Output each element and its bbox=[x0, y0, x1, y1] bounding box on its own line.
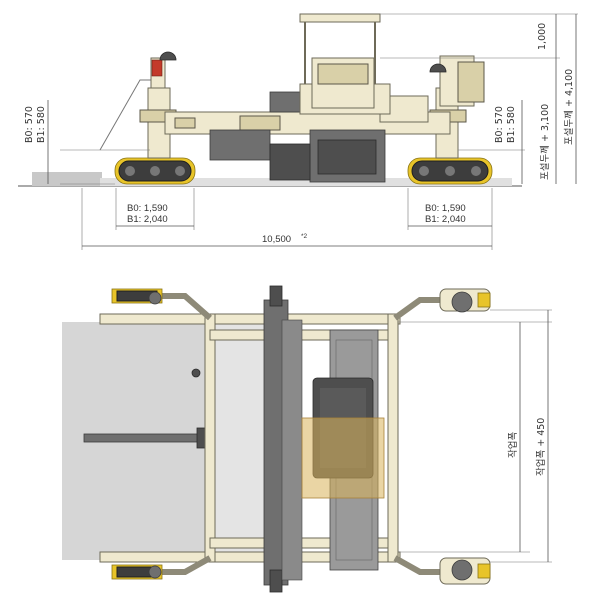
working-width-label: 작업폭 bbox=[507, 432, 519, 458]
left-height-b0: B0: 570 bbox=[24, 106, 35, 143]
top-view: 작업폭 작업폭 + 450 bbox=[62, 285, 552, 593]
main-frame-side bbox=[164, 83, 451, 135]
track-bottom-right bbox=[393, 555, 491, 585]
right-track bbox=[407, 157, 493, 185]
dim-right-height: B0: 570 B1: 580 bbox=[458, 100, 525, 184]
right-leg bbox=[429, 55, 485, 159]
vibrator-column bbox=[263, 285, 303, 593]
left-height-b1: B1: 580 bbox=[36, 106, 47, 143]
track-top-left bbox=[111, 288, 212, 321]
right-track-b1: B1: 2,040 bbox=[425, 214, 466, 225]
dim-working-width: 작업폭 작업폭 + 450 bbox=[398, 309, 552, 563]
left-track bbox=[114, 157, 196, 185]
working-width-plus-label: 작업폭 + 450 bbox=[535, 418, 547, 476]
dim-right-track: B0: 1,590 B1: 2,040 bbox=[407, 188, 493, 230]
track-top-right bbox=[393, 288, 491, 321]
canopy-height: 1,000 bbox=[537, 23, 548, 50]
dowel-bar-clamp bbox=[196, 427, 206, 449]
right-track-b0: B0: 1,590 bbox=[425, 203, 466, 214]
dim-left-height: B0: 570 B1: 580 bbox=[24, 100, 150, 185]
paving-width-band bbox=[210, 322, 272, 560]
engine-body-side bbox=[209, 129, 386, 183]
track-bottom-left bbox=[111, 555, 212, 580]
sensor-top bbox=[191, 368, 201, 378]
right-height-b0: B0: 570 bbox=[494, 106, 505, 143]
left-track-b0: B0: 1,590 bbox=[127, 203, 168, 214]
overall-length: 10,500 bbox=[262, 234, 291, 245]
paved-slab-side bbox=[100, 178, 512, 186]
overall-length-note: *2 bbox=[301, 233, 308, 240]
dim-heights-right: 1,000 포설두께 + 3,100 포설두께 + 4,100 bbox=[380, 13, 578, 184]
concrete-slab-side bbox=[32, 172, 102, 186]
left-track-b1: B1: 2,040 bbox=[127, 214, 168, 225]
dim-overall-length: 10,500 *2 bbox=[81, 188, 493, 250]
right-height-b1: B1: 580 bbox=[506, 106, 517, 143]
operator-zone bbox=[301, 417, 385, 499]
height-outer: 포설두께 + 4,100 bbox=[564, 69, 575, 145]
dim-left-track: B0: 1,590 B1: 2,040 bbox=[115, 188, 195, 230]
side-view: B0: 570 B1: 580 B0: 570 B1: 580 1,000 포설… bbox=[18, 13, 578, 250]
height-inner: 포설두께 + 3,100 bbox=[540, 104, 551, 180]
dowel-bar-inserter bbox=[83, 433, 200, 443]
operator-canopy bbox=[299, 13, 381, 109]
left-leg bbox=[139, 51, 177, 159]
